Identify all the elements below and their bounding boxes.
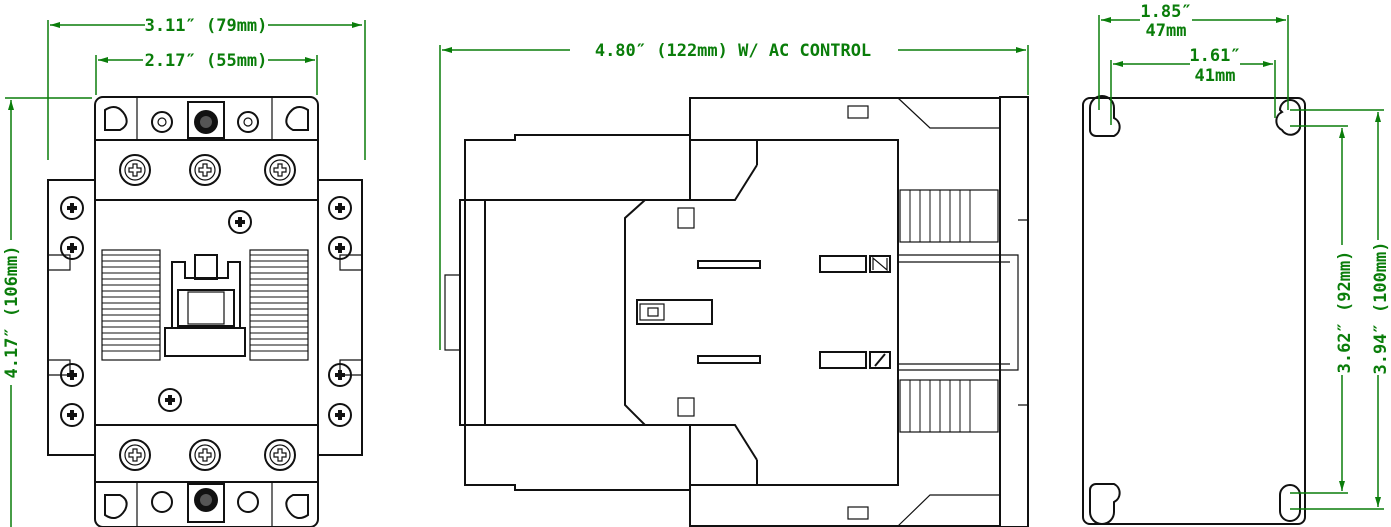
dim-outer-spacing-mm: 47mm (1146, 21, 1187, 41)
keyhole-slot-icon (1089, 483, 1121, 525)
side-vent (899, 189, 999, 243)
dim-inner-spacing-in: 1.61″ (1189, 46, 1240, 66)
dim-vertical-outer: 3.94″ (100mm) (1371, 241, 1391, 374)
slot-hole-icon (1279, 484, 1301, 522)
side-vent (899, 379, 999, 433)
indicator-n (869, 255, 891, 273)
front-view (47, 96, 363, 527)
mounting-view (1082, 95, 1306, 525)
dim-front-overall-width: 3.11″ (79mm) (145, 16, 268, 36)
side-body-outline (464, 96, 1029, 527)
vent-grille (101, 249, 161, 361)
mounting-plate-outline (1082, 97, 1306, 525)
keyhole-slot-icon (1089, 95, 1121, 137)
keyhole-slot-icon (104, 105, 128, 131)
front-body-outline (94, 96, 319, 527)
side-dimensions: 4.80″ (122mm) W/ AC CONTROL (442, 41, 1029, 95)
terminal-screw-icon (119, 154, 296, 471)
keyhole-slot-icon (285, 105, 309, 131)
vent-grille (249, 249, 309, 361)
dim-inner-spacing-mm: 41mm (1195, 66, 1236, 86)
coil-screw-icon (158, 388, 182, 412)
dim-front-body-width: 2.17″ (55mm) (145, 51, 268, 71)
dim-vertical-inner: 3.62″ (92mm) (1335, 251, 1355, 374)
dim-outer-spacing-in: 1.85″ (1140, 2, 1191, 22)
coil-screw-icon (228, 210, 252, 234)
actuator-window (177, 289, 235, 327)
front-dimensions: 3.11″ (79mm) 2.17″ (55mm) 4.17″ (106mm) (2, 16, 366, 527)
keyhole-slot-icon (285, 494, 309, 520)
dim-front-height: 4.17″ (106mm) (2, 245, 22, 378)
mounting-dimensions: 1.85″ 47mm 1.61″ 41mm 3.62″ (92mm) 3.94″… (1098, 2, 1391, 510)
keyhole-slot-icon (104, 494, 128, 520)
dim-side-depth: 4.80″ (122mm) W/ AC CONTROL (595, 41, 871, 61)
side-view (439, 45, 1029, 527)
